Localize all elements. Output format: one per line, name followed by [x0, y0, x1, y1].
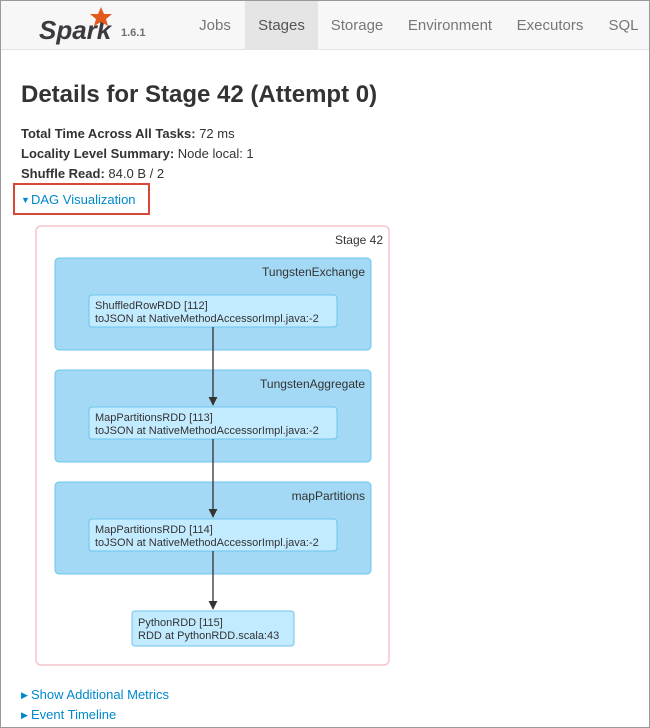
rdd-node-name: MapPartitionsRDD [114]	[95, 524, 213, 536]
rdd-node-callsite: toJSON at NativeMethodAccessorImpl.java:…	[95, 425, 319, 437]
star-icon	[90, 7, 112, 26]
page-title: Details for Stage 42 (Attempt 0)	[21, 81, 378, 108]
nav-executors[interactable]: Executors	[516, 17, 584, 34]
rdd-node-name: MapPartitionsRDD [113]	[95, 412, 213, 424]
event-timeline-label: Event Timeline	[31, 707, 117, 722]
show-additional-metrics-toggle[interactable]: ▶Show Additional Metrics	[21, 687, 169, 702]
summary-value: 72 ms	[195, 126, 235, 141]
summary-locality: Locality Level Summary: Node local: 1	[21, 144, 254, 164]
triangle-down-icon: ▼	[21, 195, 30, 205]
spark-logo-icon: Spark	[39, 7, 113, 45]
rdd-node-python[interactable]	[131, 610, 295, 647]
nav-jobs[interactable]: Jobs	[199, 17, 231, 34]
rdd-node-name: PythonRDD [115]	[138, 617, 223, 629]
cluster-label: TungstenExchange	[262, 265, 365, 279]
triangle-right-icon: ▶	[21, 690, 28, 700]
stage-summary: Total Time Across All Tasks: 72 ms Local…	[21, 124, 254, 184]
triangle-right-icon: ▶	[21, 710, 28, 720]
additional-metrics-label: Show Additional Metrics	[31, 687, 170, 702]
event-timeline-toggle[interactable]: ▶Event Timeline	[21, 707, 116, 722]
rdd-node-callsite: RDD at PythonRDD.scala:43	[138, 630, 279, 642]
summary-value: Node local: 1	[174, 146, 254, 161]
spark-logo[interactable]: Spark 1.6.1	[39, 3, 149, 47]
nav-sql[interactable]: SQL	[608, 17, 639, 34]
summary-total-time: Total Time Across All Tasks: 72 ms	[21, 124, 254, 144]
dag-visualization-toggle[interactable]: ▼DAG Visualization	[21, 192, 136, 207]
version-label: 1.6.1	[121, 27, 146, 39]
nav-stages[interactable]: Stages	[245, 1, 318, 50]
stage-label: Stage 42	[335, 233, 383, 247]
dag-toggle-label: DAG Visualization	[31, 192, 136, 207]
dag-highlight-box: ▼DAG Visualization	[13, 183, 150, 215]
rdd-node-callsite: toJSON at NativeMethodAccessorImpl.java:…	[95, 313, 319, 325]
cluster-label: TungstenAggregate	[260, 377, 365, 391]
navbar: Spark 1.6.1 Jobs Stages Storage Environm…	[1, 1, 649, 50]
summary-value: 84.0 B / 2	[104, 166, 165, 181]
summary-label: Shuffle Read:	[21, 166, 105, 181]
summary-label: Locality Level Summary:	[21, 146, 175, 161]
cluster-label: mapPartitions	[292, 489, 365, 503]
summary-shuffle-read: Shuffle Read: 84.0 B / 2	[21, 164, 254, 184]
rdd-node-name: ShuffledRowRDD [112]	[95, 300, 208, 312]
rdd-node-callsite: toJSON at NativeMethodAccessorImpl.java:…	[95, 537, 319, 549]
nav-environment[interactable]: Environment	[407, 17, 493, 34]
nav-storage[interactable]: Storage	[330, 17, 384, 34]
summary-label: Total Time Across All Tasks:	[21, 126, 196, 141]
